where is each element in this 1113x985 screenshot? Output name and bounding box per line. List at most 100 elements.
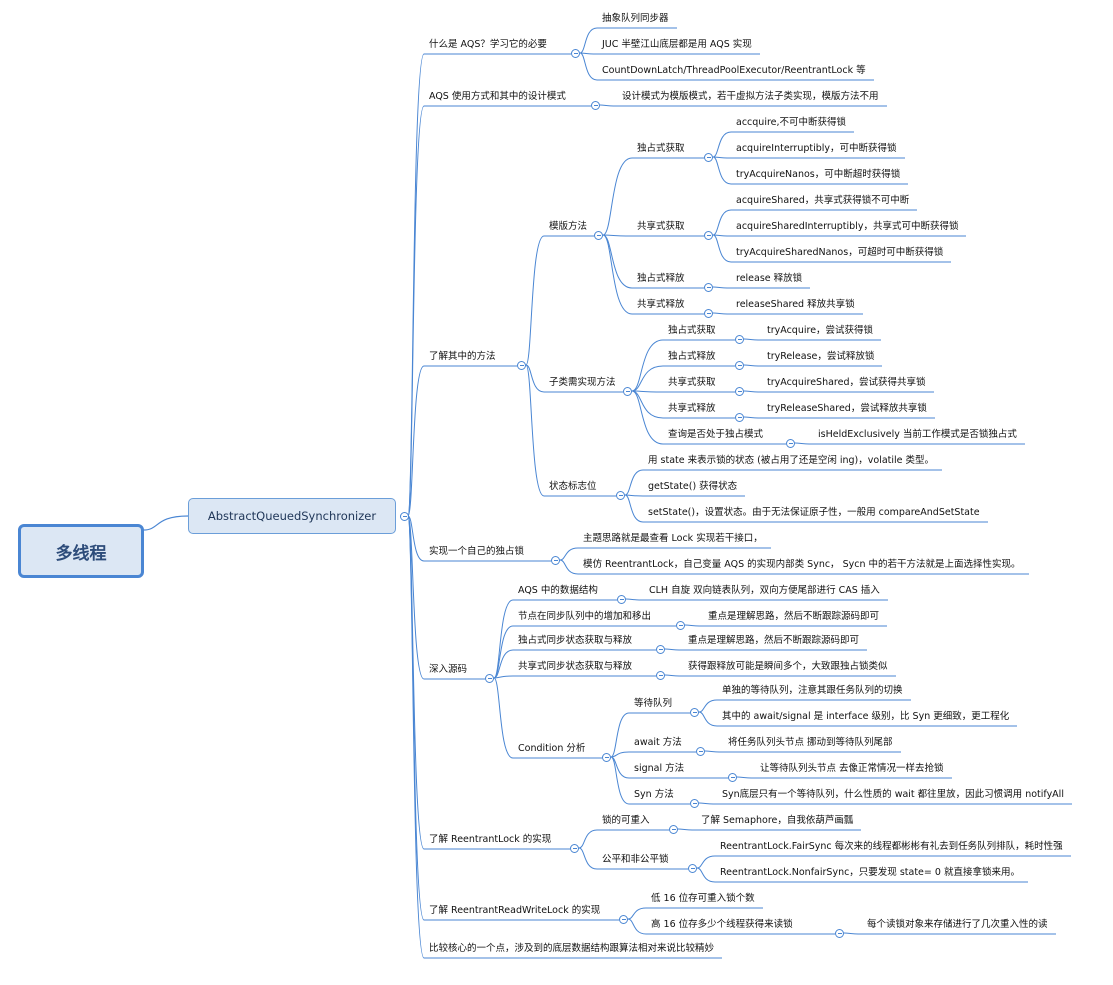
collapse-toggle-icon[interactable]: [735, 335, 744, 344]
topic-b7b1[interactable]: 每个读锁对象来存储进行了几次重入性的读: [867, 919, 1048, 930]
topic-b6[interactable]: 了解 ReentrantLock 的实现: [429, 834, 552, 845]
collapse-toggle-icon[interactable]: [676, 621, 685, 630]
topic-b7a[interactable]: 低 16 位存可重入锁个数: [651, 893, 755, 904]
collapse-toggle-icon[interactable]: [704, 231, 713, 240]
topic-b3a3[interactable]: 独占式释放: [637, 273, 685, 284]
collapse-toggle-icon[interactable]: [835, 929, 844, 938]
collapse-toggle-icon[interactable]: [400, 512, 409, 521]
root-node[interactable]: 多线程: [18, 524, 144, 578]
topic-b5e4a[interactable]: Syn底层只有一个等待队列，什么性质的 wait 都往里放，因此习惯调用 not…: [722, 789, 1064, 800]
topic-b5[interactable]: 深入源码: [429, 664, 468, 675]
topic-b3a1b[interactable]: acquireInterruptibly，可中断获得锁: [736, 143, 897, 154]
topic-b5d[interactable]: 共享式同步状态获取与释放: [518, 661, 633, 672]
collapse-toggle-icon[interactable]: [551, 556, 560, 565]
collapse-toggle-icon[interactable]: [669, 825, 678, 834]
topic-b5e1b[interactable]: 其中的 await/signal 是 interface 级别，比 Syn 更细…: [722, 711, 1010, 722]
collapse-toggle-icon[interactable]: [688, 864, 697, 873]
collapse-toggle-icon[interactable]: [517, 361, 526, 370]
collapse-toggle-icon[interactable]: [704, 153, 713, 162]
topic-b3c3[interactable]: setState()，设置状态。由于无法保证原子性，一般用 compareAnd…: [648, 507, 980, 518]
topic-b5e4[interactable]: Syn 方法: [634, 789, 674, 800]
collapse-toggle-icon[interactable]: [690, 799, 699, 808]
topic-b3a2c[interactable]: tryAcquireSharedNanos，可超时可中断获得锁: [736, 247, 944, 258]
collapse-toggle-icon[interactable]: [485, 674, 494, 683]
collapse-toggle-icon[interactable]: [704, 283, 713, 292]
topic-b1c2[interactable]: JUC 半壁江山底层都是用 AQS 实现: [602, 39, 752, 50]
topic-b3a2a[interactable]: acquireShared，共享式获得锁不可中断: [736, 195, 910, 206]
collapse-toggle-icon[interactable]: [704, 309, 713, 318]
topic-b3[interactable]: 了解其中的方法: [429, 351, 496, 362]
topic-b3b5a[interactable]: isHeldExclusively 当前工作模式是否锁独占式: [818, 429, 1017, 440]
topic-b3c2[interactable]: getState() 获得状态: [648, 481, 738, 492]
topic-b5c[interactable]: 独占式同步状态获取与释放: [518, 635, 633, 646]
topic-b2c1[interactable]: 设计模式为模版模式，若干虚拟方法子类实现，模版方法不用: [622, 91, 879, 102]
collapse-toggle-icon[interactable]: [602, 753, 611, 762]
topic-b3b3[interactable]: 共享式获取: [668, 377, 716, 388]
collapse-toggle-icon[interactable]: [728, 773, 737, 782]
topic-b6a[interactable]: 锁的可重入: [602, 815, 650, 826]
collapse-toggle-icon[interactable]: [735, 361, 744, 370]
collapse-toggle-icon[interactable]: [656, 671, 665, 680]
topic-b1[interactable]: 什么是 AQS？学习它的必要: [429, 39, 547, 50]
topic-b7b[interactable]: 高 16 位存多少个线程获得来读锁: [651, 919, 793, 930]
topic-b5e2a[interactable]: 将任务队列头节点 挪动到等待队列尾部: [728, 737, 893, 748]
collapse-toggle-icon[interactable]: [690, 708, 699, 717]
topic-b3c1[interactable]: 用 state 来表示锁的状态 (被占用了还是空闲 ing)，volatile …: [648, 455, 935, 466]
topic-b4c1[interactable]: 主题思路就是最查看 Lock 实现若干接口，: [583, 533, 763, 544]
collapse-toggle-icon[interactable]: [623, 387, 632, 396]
topic-b5a1[interactable]: CLH 自旋 双向链表队列，双向方便尾部进行 CAS 插入: [649, 585, 880, 596]
topic-b3a1[interactable]: 独占式获取: [637, 143, 685, 154]
topic-b3b[interactable]: 子类需实现方法: [549, 377, 616, 388]
central-topic[interactable]: AbstractQueuedSynchronizer: [188, 498, 396, 534]
collapse-toggle-icon[interactable]: [656, 645, 665, 654]
topic-b5e3[interactable]: signal 方法: [634, 763, 685, 774]
collapse-toggle-icon[interactable]: [735, 413, 744, 422]
topic-b7[interactable]: 了解 ReentrantReadWriteLock 的实现: [429, 905, 601, 916]
topic-b8[interactable]: 比较核心的一个点，涉及到的底层数据结构跟算法相对来说比较精妙: [429, 943, 715, 954]
topic-b5d1[interactable]: 获得跟释放可能是瞬间多个，大致跟独占锁类似: [688, 661, 888, 672]
topic-b4[interactable]: 实现一个自己的独占锁: [429, 546, 525, 557]
collapse-toggle-icon[interactable]: [571, 49, 580, 58]
topic-b3b4a[interactable]: tryReleaseShared，尝试释放共享锁: [767, 403, 927, 414]
topic-b5e2[interactable]: await 方法: [634, 737, 682, 748]
topic-b6b2[interactable]: ReentrantLock.NonfairSync，只要发现 state= 0 …: [720, 867, 1020, 878]
collapse-toggle-icon[interactable]: [696, 747, 705, 756]
topic-b5e1a[interactable]: 单独的等待队列，注意其跟任务队列的切换: [722, 685, 903, 696]
topic-b5e[interactable]: Condition 分析: [518, 743, 586, 754]
collapse-toggle-icon[interactable]: [616, 491, 625, 500]
topic-b3c[interactable]: 状态标志位: [549, 481, 597, 492]
topic-b3a2[interactable]: 共享式获取: [637, 221, 685, 232]
collapse-toggle-icon[interactable]: [617, 595, 626, 604]
topic-b3a1a[interactable]: accquire,不可中断获得锁: [736, 117, 847, 128]
topic-b3b2[interactable]: 独占式释放: [668, 351, 716, 362]
topic-b3b1[interactable]: 独占式获取: [668, 325, 716, 336]
topic-b1c3[interactable]: CountDownLatch/ThreadPoolExecutor/Reentr…: [602, 65, 866, 76]
topic-b3b5[interactable]: 查询是否处于独占模式: [668, 429, 764, 440]
topic-b3b3a[interactable]: tryAcquireShared，尝试获得共享锁: [767, 377, 926, 388]
collapse-toggle-icon[interactable]: [786, 439, 795, 448]
topic-b3b4[interactable]: 共享式释放: [668, 403, 716, 414]
collapse-toggle-icon[interactable]: [570, 844, 579, 853]
topic-b1c1[interactable]: 抽象队列同步器: [602, 13, 669, 24]
topic-b3a4[interactable]: 共享式释放: [637, 299, 685, 310]
topic-b3b1a[interactable]: tryAcquire，尝试获得锁: [767, 325, 874, 336]
topic-b3a[interactable]: 模版方法: [549, 221, 588, 232]
collapse-toggle-icon[interactable]: [591, 101, 600, 110]
topic-b5e1[interactable]: 等待队列: [634, 698, 673, 709]
topic-b5a[interactable]: AQS 中的数据结构: [518, 585, 598, 596]
collapse-toggle-icon[interactable]: [735, 387, 744, 396]
topic-b5e3a[interactable]: 让等待队列头节点 去像正常情况一样去抢锁: [760, 763, 944, 774]
topic-b2[interactable]: AQS 使用方式和其中的设计模式: [429, 91, 566, 102]
topic-b6b[interactable]: 公平和非公平锁: [602, 854, 669, 865]
topic-b5b1[interactable]: 重点是理解思路，然后不断跟踪源码即可: [708, 611, 880, 622]
topic-b6a1[interactable]: 了解 Semaphore，自我依葫芦画瓢: [701, 815, 854, 826]
topic-b3a3a[interactable]: release 释放锁: [736, 273, 803, 284]
topic-b3a2b[interactable]: acquireSharedInterruptibly，共享式可中断获得锁: [736, 221, 959, 232]
topic-b4c2[interactable]: 模仿 ReentrantLock，自己变量 AQS 的实现内部类 Sync， S…: [583, 559, 1021, 570]
topic-b3a1c[interactable]: tryAcquireNanos，可中断超时获得锁: [736, 169, 901, 180]
collapse-toggle-icon[interactable]: [594, 231, 603, 240]
topic-b3a4a[interactable]: releaseShared 释放共享锁: [736, 299, 855, 310]
topic-b3b2a[interactable]: tryRelease，尝试释放锁: [767, 351, 875, 362]
topic-b5c1[interactable]: 重点是理解思路，然后不断跟踪源码即可: [688, 635, 860, 646]
collapse-toggle-icon[interactable]: [619, 915, 628, 924]
